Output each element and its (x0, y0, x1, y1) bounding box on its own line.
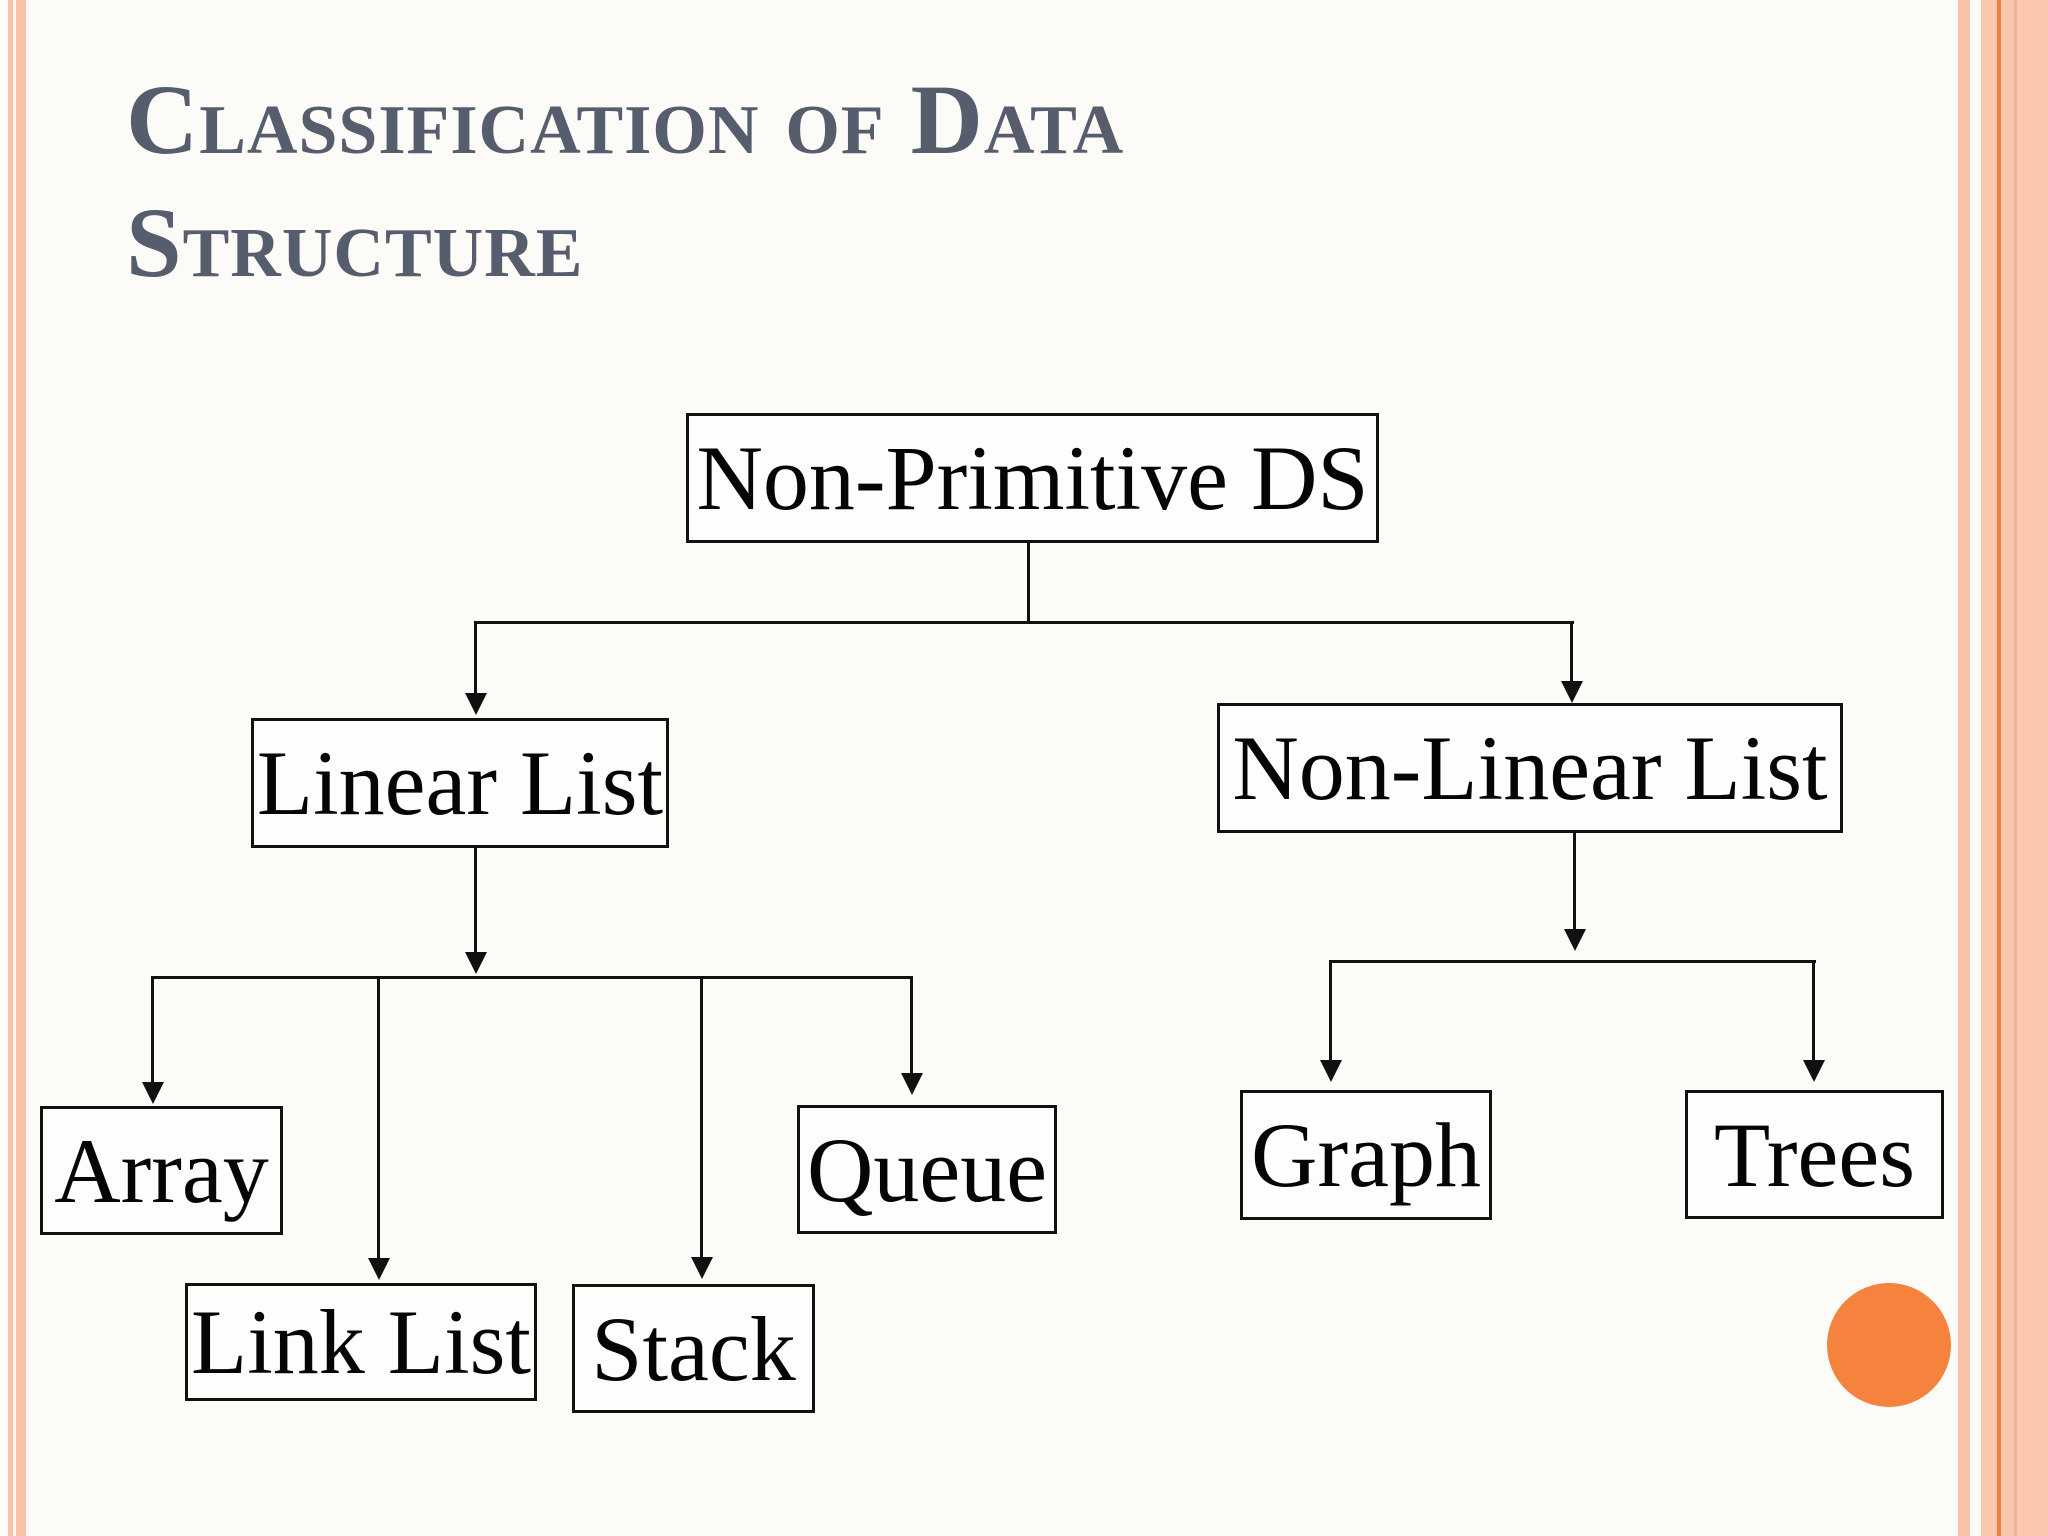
page-title-line2: Structure (126, 187, 584, 298)
arrow-down-icon (142, 1082, 164, 1104)
connector-linear-stem (474, 848, 477, 952)
node-non-primitive-ds: Non-Primitive DS (686, 413, 1379, 543)
arrow-down-icon (465, 693, 487, 715)
node-graph: Graph (1240, 1090, 1492, 1220)
connector-drop-linear (474, 621, 477, 693)
node-non-linear-list: Non-Linear List (1217, 703, 1843, 833)
arrow-down-icon (691, 1257, 713, 1279)
connector-drop-stack (700, 976, 703, 1257)
node-link-list: Link List (185, 1283, 537, 1401)
right-border-stripe-thin (1958, 0, 1970, 1536)
arrow-down-icon (1564, 929, 1586, 951)
connector-drop-graph (1329, 960, 1332, 1060)
connector-drop-trees (1812, 960, 1815, 1060)
connector-drop-array (151, 976, 154, 1082)
page-title: Classification of Data Structure (126, 58, 1526, 304)
left-border-stripe-thick (16, 0, 26, 1536)
node-queue: Queue (797, 1105, 1057, 1234)
right-border-inner-line (2014, 0, 2017, 1536)
left-border-stripe-thin (8, 0, 13, 1536)
connector-splitter-2 (151, 976, 913, 979)
page-title-line1: Classification of Data (126, 64, 1125, 175)
arrow-down-icon (1803, 1060, 1825, 1082)
arrow-down-icon (901, 1073, 923, 1095)
connector-drop-non-linear (1570, 621, 1573, 681)
arrow-down-icon (368, 1258, 390, 1280)
connector-drop-queue (910, 976, 913, 1073)
node-array: Array (40, 1106, 283, 1235)
connector-drop-link-list (377, 976, 380, 1258)
arrow-down-icon (465, 952, 487, 974)
connector-root-stem (1027, 543, 1030, 623)
connector-non-linear-stem (1573, 833, 1576, 929)
accent-circle (1827, 1283, 1951, 1407)
right-border-accent-line (1997, 0, 2001, 1536)
arrow-down-icon (1561, 681, 1583, 703)
node-trees: Trees (1685, 1090, 1944, 1219)
connector-splitter-1 (474, 621, 1574, 624)
node-linear-list: Linear List (251, 718, 669, 848)
node-stack: Stack (572, 1284, 815, 1413)
connector-splitter-3 (1329, 960, 1816, 963)
arrow-down-icon (1320, 1060, 1342, 1082)
